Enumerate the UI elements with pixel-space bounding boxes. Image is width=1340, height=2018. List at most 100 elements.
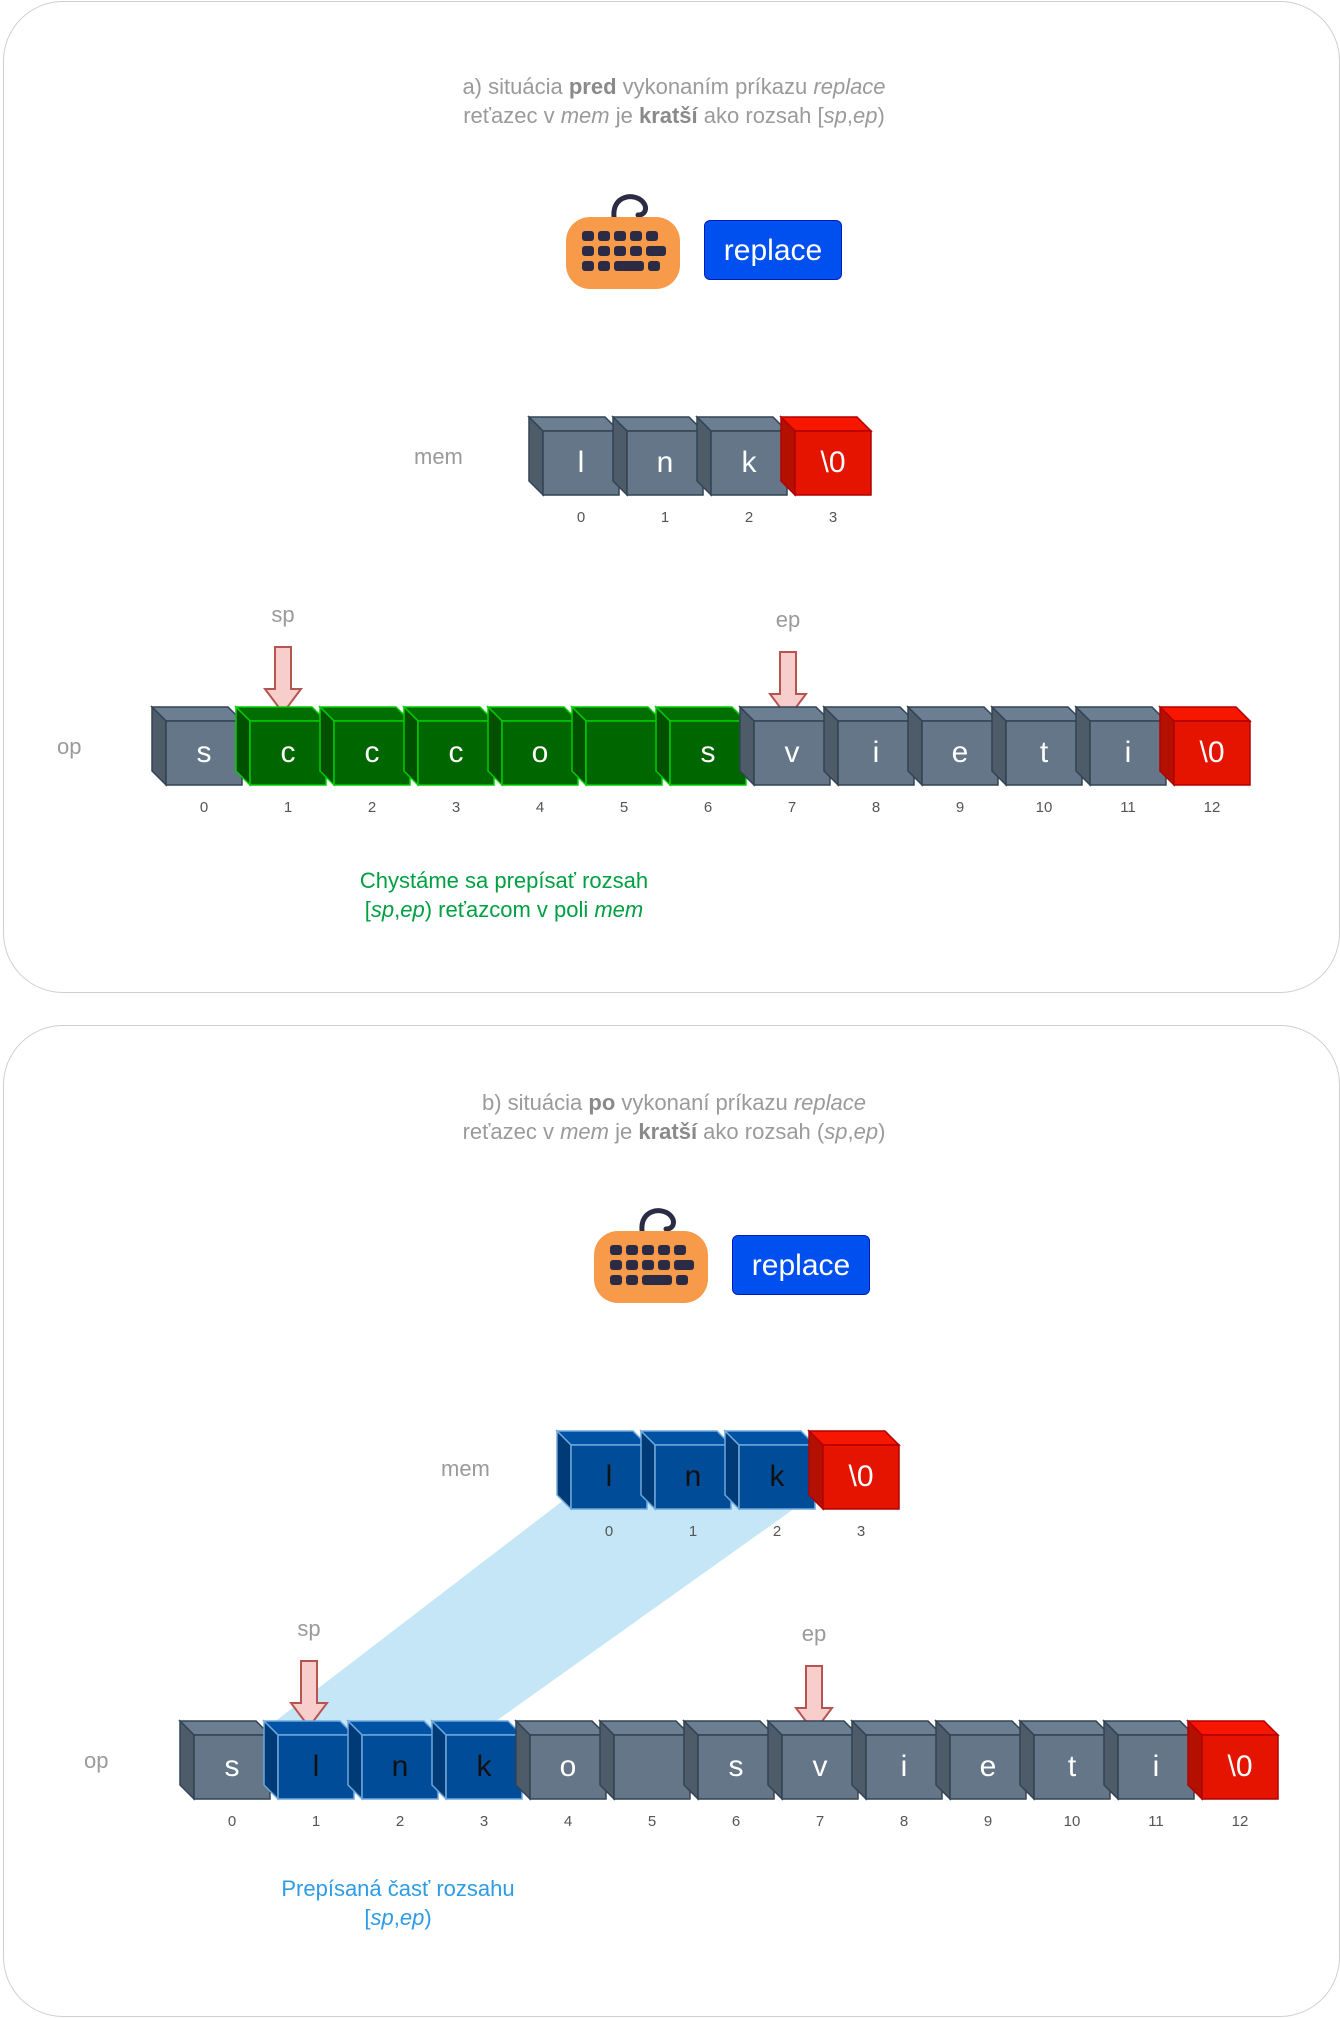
title-text: a) situácia — [462, 74, 569, 99]
panel-b-title-line2: reťazec v mem je kratší ako rozsah (sp,e… — [4, 1117, 1340, 1146]
array-cell: k — [695, 415, 797, 497]
op-label: op — [84, 1748, 109, 1773]
cell-char: s — [224, 1750, 240, 1783]
title-text: ako rozsah ( — [697, 1119, 825, 1144]
cell-cube-shape — [150, 705, 244, 787]
panel-a-title-line1: a) situácia pred vykonaním príkazu repla… — [4, 72, 1340, 101]
caption-text: [ — [364, 897, 371, 922]
title-italic: ep — [853, 103, 878, 128]
cell-cube-shape — [682, 1719, 776, 1801]
cell-index: 9 — [955, 799, 965, 816]
cell-char: n — [391, 1750, 409, 1783]
caption-italic: ep — [400, 897, 425, 922]
caption-text: ) reťazcom v poli — [424, 897, 595, 922]
cell-cube-shape — [807, 1429, 901, 1511]
cell-cube-shape — [1074, 705, 1168, 787]
cell-cube-shape — [234, 705, 328, 787]
array-cell: \0 — [1186, 1719, 1288, 1801]
cell-char: t — [1067, 1750, 1077, 1783]
cell-index: 5 — [619, 799, 629, 816]
cell-cube-shape — [822, 705, 916, 787]
caption-line: [sp,ep) reťazcom v poli mem — [304, 895, 704, 924]
cell-char: v — [812, 1750, 828, 1783]
cell-cube-shape — [934, 1719, 1028, 1801]
array-cell: t — [990, 705, 1092, 787]
cell-cube-shape — [1186, 1719, 1280, 1801]
cell-index: 6 — [731, 1813, 741, 1830]
cell-index: 2 — [395, 1813, 405, 1830]
cell-index: 0 — [227, 1813, 237, 1830]
cell-index: 9 — [983, 1813, 993, 1830]
title-bold: po — [588, 1090, 616, 1115]
cell-char — [614, 1735, 690, 1799]
cell-char: t — [1039, 736, 1049, 769]
cell-char: \0 — [1227, 1750, 1253, 1783]
array-cell: i — [1102, 1719, 1204, 1801]
cell-char: c — [448, 736, 464, 769]
cell-index: 7 — [787, 799, 797, 816]
title-italic: ep — [853, 1119, 879, 1144]
cell-cube-shape — [738, 705, 832, 787]
title-italic: mem — [560, 103, 610, 128]
cell-cube-shape — [654, 705, 748, 787]
cell-cube-shape — [723, 1429, 817, 1511]
caption-text: [ — [364, 1905, 371, 1930]
caption-text: ) — [424, 1905, 432, 1930]
cell-char: c — [280, 736, 296, 769]
caption-italic: sp — [370, 1905, 394, 1930]
caption-italic: mem — [594, 897, 644, 922]
cell-char: c — [364, 736, 380, 769]
cell-char: e — [979, 1750, 997, 1783]
caption-line: Prepísaná časť rozsahu — [281, 1876, 515, 1901]
cell-char: i — [872, 736, 880, 769]
caption-line: [sp,ep) — [198, 1903, 598, 1932]
cell-index: 4 — [563, 1813, 573, 1830]
cell-char: l — [312, 1750, 320, 1783]
cell-char: \0 — [820, 446, 846, 479]
panel-a-title-line2: reťazec v mem je kratší ako rozsah [sp,e… — [4, 101, 1340, 130]
cell-cube-shape — [570, 705, 664, 787]
array-cell: o — [514, 1719, 616, 1801]
cell-cube-shape — [178, 1719, 272, 1801]
array-cell: \0 — [779, 415, 881, 497]
cell-char: \0 — [1199, 736, 1225, 769]
sp-label: sp — [271, 602, 295, 627]
cell-cube-shape — [1102, 1719, 1196, 1801]
cell-index: 1 — [311, 1813, 321, 1830]
replace-button[interactable]: replace — [732, 1235, 870, 1295]
panel-before: a) situácia pred vykonaním príkazu repla… — [3, 1, 1340, 993]
title-text: ) — [878, 1119, 886, 1144]
sp-arrow-icon — [289, 1659, 329, 1729]
cell-char: k — [476, 1750, 492, 1783]
ep-label: ep — [801, 1621, 827, 1646]
cell-index: 11 — [1148, 1813, 1164, 1830]
array-cell: s — [178, 1719, 280, 1801]
cell-index: 8 — [899, 1813, 909, 1830]
caption-italic: sp — [370, 897, 395, 922]
title-text: , — [846, 103, 853, 128]
cell-cube-shape — [402, 705, 496, 787]
array-cell: s — [682, 1719, 784, 1801]
cell-index: 3 — [828, 509, 838, 526]
cell-char: s — [728, 1750, 744, 1783]
array-cell: t — [1018, 1719, 1120, 1801]
caption-italic: ep — [399, 1905, 425, 1930]
panel-a-caption: Chystáme sa prepísať rozsah [sp,ep) reťa… — [304, 866, 704, 924]
title-italic: mem — [560, 1119, 609, 1144]
array-cell: v — [766, 1719, 868, 1801]
cell-char: s — [196, 736, 212, 769]
array-cell: \0 — [1158, 705, 1260, 787]
cell-index: 2 — [367, 799, 377, 816]
panel-a-title: a) situácia pred vykonaním príkazu repla… — [4, 72, 1340, 130]
cell-char: i — [1152, 1750, 1160, 1783]
cell-char: o — [531, 736, 549, 769]
array-cell: n — [639, 1429, 741, 1511]
mem-label: mem — [414, 444, 463, 469]
title-text: vykonaním príkazu — [616, 74, 814, 99]
caption-text: , — [394, 897, 401, 922]
cell-index: 1 — [283, 799, 293, 816]
replace-button[interactable]: replace — [704, 220, 842, 280]
title-italic: replace — [793, 1090, 866, 1115]
cell-char: k — [769, 1460, 785, 1493]
array-cell: o — [486, 705, 588, 787]
